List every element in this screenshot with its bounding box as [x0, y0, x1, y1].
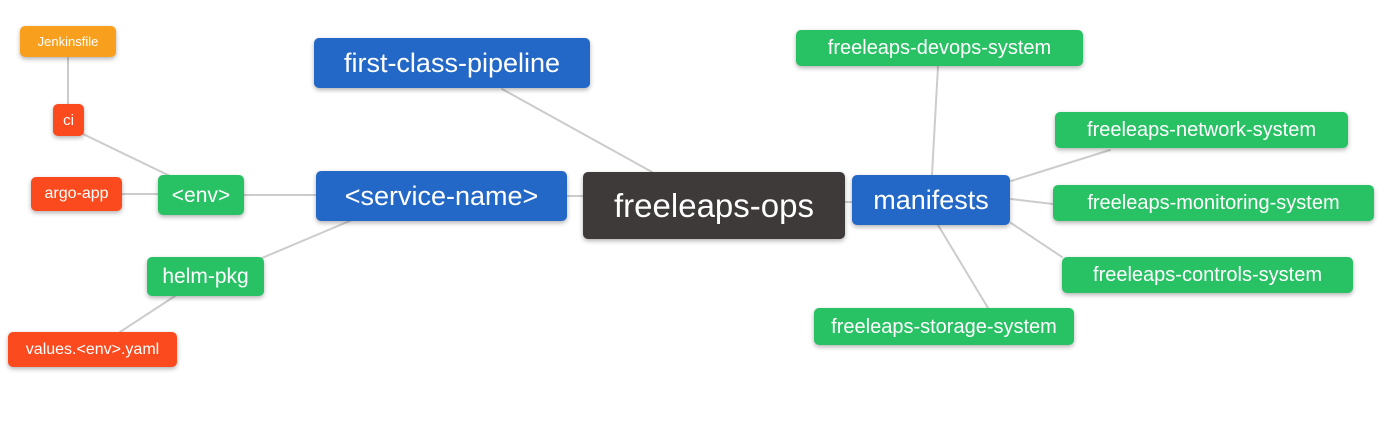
edge-ci-to-env [82, 133, 171, 177]
edge-manifests-to-freeleaps-devops-system [931, 65, 939, 176]
node-manifests[interactable]: manifests [852, 175, 1010, 225]
node-freeleaps-storage-system[interactable]: freeleaps-storage-system [814, 308, 1074, 345]
node-env[interactable]: <env> [158, 175, 244, 215]
edge-manifests-to-freeleaps-storage-system [937, 224, 989, 309]
node-freeleaps-ops[interactable]: freeleaps-ops [583, 172, 845, 239]
edge-manifests-to-freeleaps-network-system [1010, 149, 1111, 182]
edge-manifests-to-freeleaps-monitoring-system [1010, 198, 1054, 205]
node-label: freeleaps-network-system [1087, 119, 1316, 141]
node-label: freeleaps-ops [614, 187, 814, 224]
node-values-env-yaml[interactable]: values.<env>.yaml [8, 332, 177, 367]
node-ci[interactable]: ci [53, 104, 84, 136]
node-label: first-class-pipeline [343, 47, 561, 78]
node-freeleaps-network-system[interactable]: freeleaps-network-system [1055, 112, 1348, 148]
edge-manifests-to-freeleaps-controls-system [1010, 222, 1063, 258]
node-label: argo-app [44, 185, 109, 202]
node-label: Jenkinsfile [37, 34, 99, 49]
node-argo-app[interactable]: argo-app [31, 177, 122, 211]
node-label: <service-name> [344, 180, 539, 211]
edge-first-class-pipeline-to-freeleaps-ops [501, 88, 653, 173]
node-freeleaps-monitoring-system[interactable]: freeleaps-monitoring-system [1053, 185, 1374, 221]
node-label: <env> [171, 183, 231, 207]
node-first-class-pipeline[interactable]: first-class-pipeline [314, 38, 590, 88]
node-label: helm-pkg [162, 265, 249, 288]
node-label: freeleaps-controls-system [1093, 264, 1322, 286]
node-label: manifests [873, 184, 989, 215]
node-label: freeleaps-devops-system [827, 37, 1052, 59]
node-freeleaps-devops-system[interactable]: freeleaps-devops-system [796, 30, 1083, 66]
node-label: freeleaps-monitoring-system [1087, 192, 1340, 214]
node-label: ci [63, 111, 74, 129]
edge-helm-pkg-to-values-env-yaml [119, 295, 176, 333]
node-helm-pkg[interactable]: helm-pkg [147, 257, 264, 296]
node-jenkinsfile[interactable]: Jenkinsfile [20, 26, 116, 57]
edge-service-name-to-helm-pkg [261, 219, 353, 259]
node-service-name[interactable]: <service-name> [316, 171, 567, 221]
node-label: values.<env>.yaml [25, 340, 160, 358]
node-label: freeleaps-storage-system [831, 315, 1057, 338]
node-freeleaps-controls-system[interactable]: freeleaps-controls-system [1062, 257, 1353, 293]
